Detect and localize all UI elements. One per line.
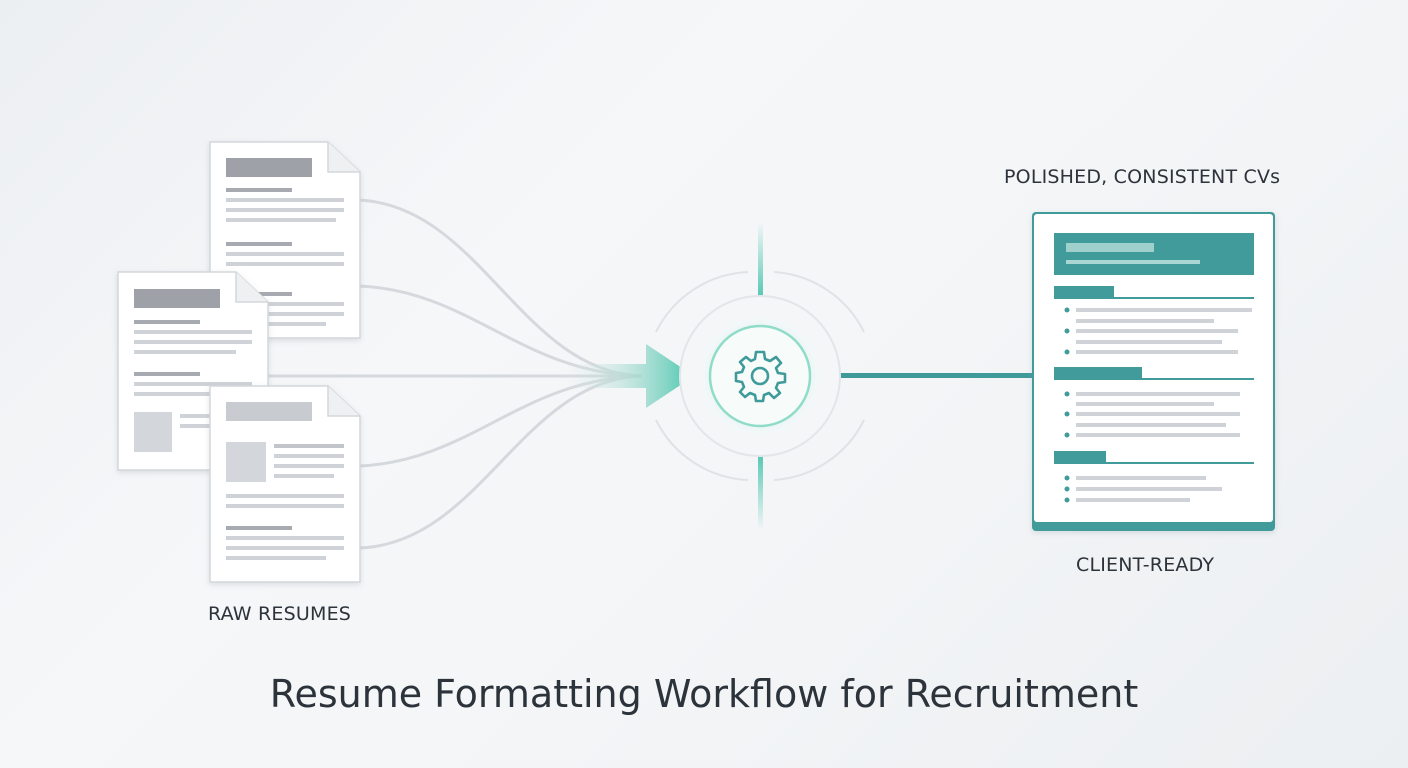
processor-ring-arcs: [655, 271, 865, 481]
raw-resume-document: [209, 385, 361, 583]
raw-resume-document: [209, 141, 361, 339]
processor-line-bottom: [758, 456, 763, 530]
connector-curve: [356, 198, 642, 378]
raw-resumes-label: RAW RESUMES: [208, 603, 352, 625]
connector-curve: [356, 374, 642, 468]
diagram-title: Resume Formatting Workflow for Recruitme…: [269, 672, 1139, 716]
output-connector: [812, 373, 1034, 378]
raw-resume-document: [117, 271, 269, 471]
polished-cv-document: [1032, 212, 1275, 531]
funnel-arrow: [560, 344, 694, 408]
gear-icon: [734, 350, 787, 403]
processor-line-top: [758, 222, 763, 296]
processor-hub: [679, 295, 841, 457]
polished-cvs-label: POLISHED, CONSISTENT CVs: [1004, 166, 1281, 188]
client-ready-label: CLIENT-READY: [1076, 554, 1215, 576]
connector-curve: [356, 374, 642, 550]
connector-curve: [356, 284, 642, 378]
